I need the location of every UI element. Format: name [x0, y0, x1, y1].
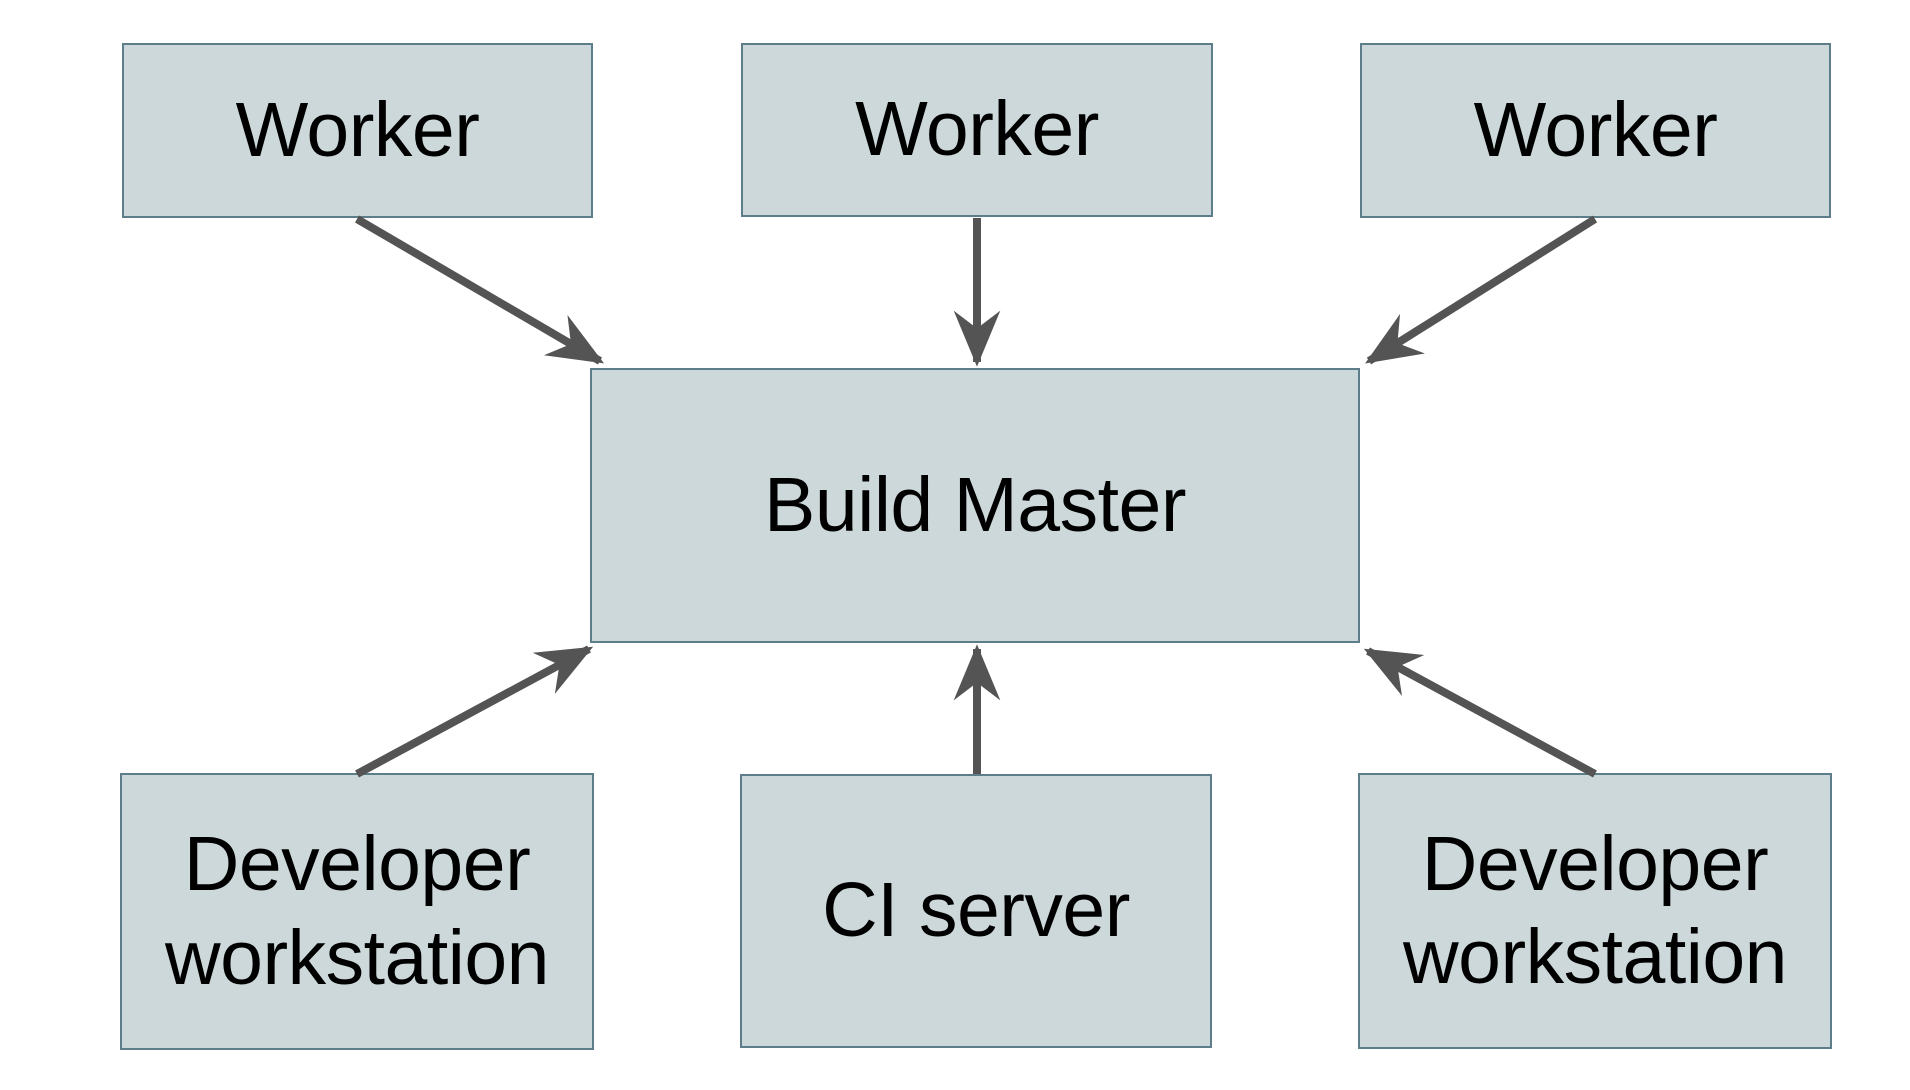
- node-worker-1: Worker: [122, 43, 593, 218]
- arrow-dev-right-to-build-master: [1363, 647, 1597, 778]
- node-developer-workstation-right: Developer workstation: [1358, 773, 1832, 1049]
- node-worker-2: Worker: [741, 43, 1213, 217]
- node-developer-workstation-right-label: Developer workstation: [1403, 820, 1787, 1000]
- node-worker-3: Worker: [1360, 43, 1831, 218]
- arrow-worker-3-to-build-master: [1365, 215, 1598, 365]
- node-build-master: Build Master: [590, 368, 1360, 643]
- node-worker-1-label: Worker: [235, 86, 480, 173]
- node-developer-workstation-left-label: Developer workstation: [165, 821, 549, 1001]
- node-developer-workstation-left: Developer workstation: [120, 773, 594, 1050]
- node-ci-server: CI server: [740, 774, 1212, 1048]
- arrow-worker-1-to-build-master: [354, 215, 605, 365]
- node-ci-server-label: CI server: [822, 867, 1130, 954]
- node-worker-3-label: Worker: [1473, 86, 1718, 173]
- node-build-master-label: Build Master: [764, 461, 1186, 548]
- node-worker-2-label: Worker: [855, 86, 1099, 173]
- arrow-dev-left-to-build-master: [355, 645, 594, 778]
